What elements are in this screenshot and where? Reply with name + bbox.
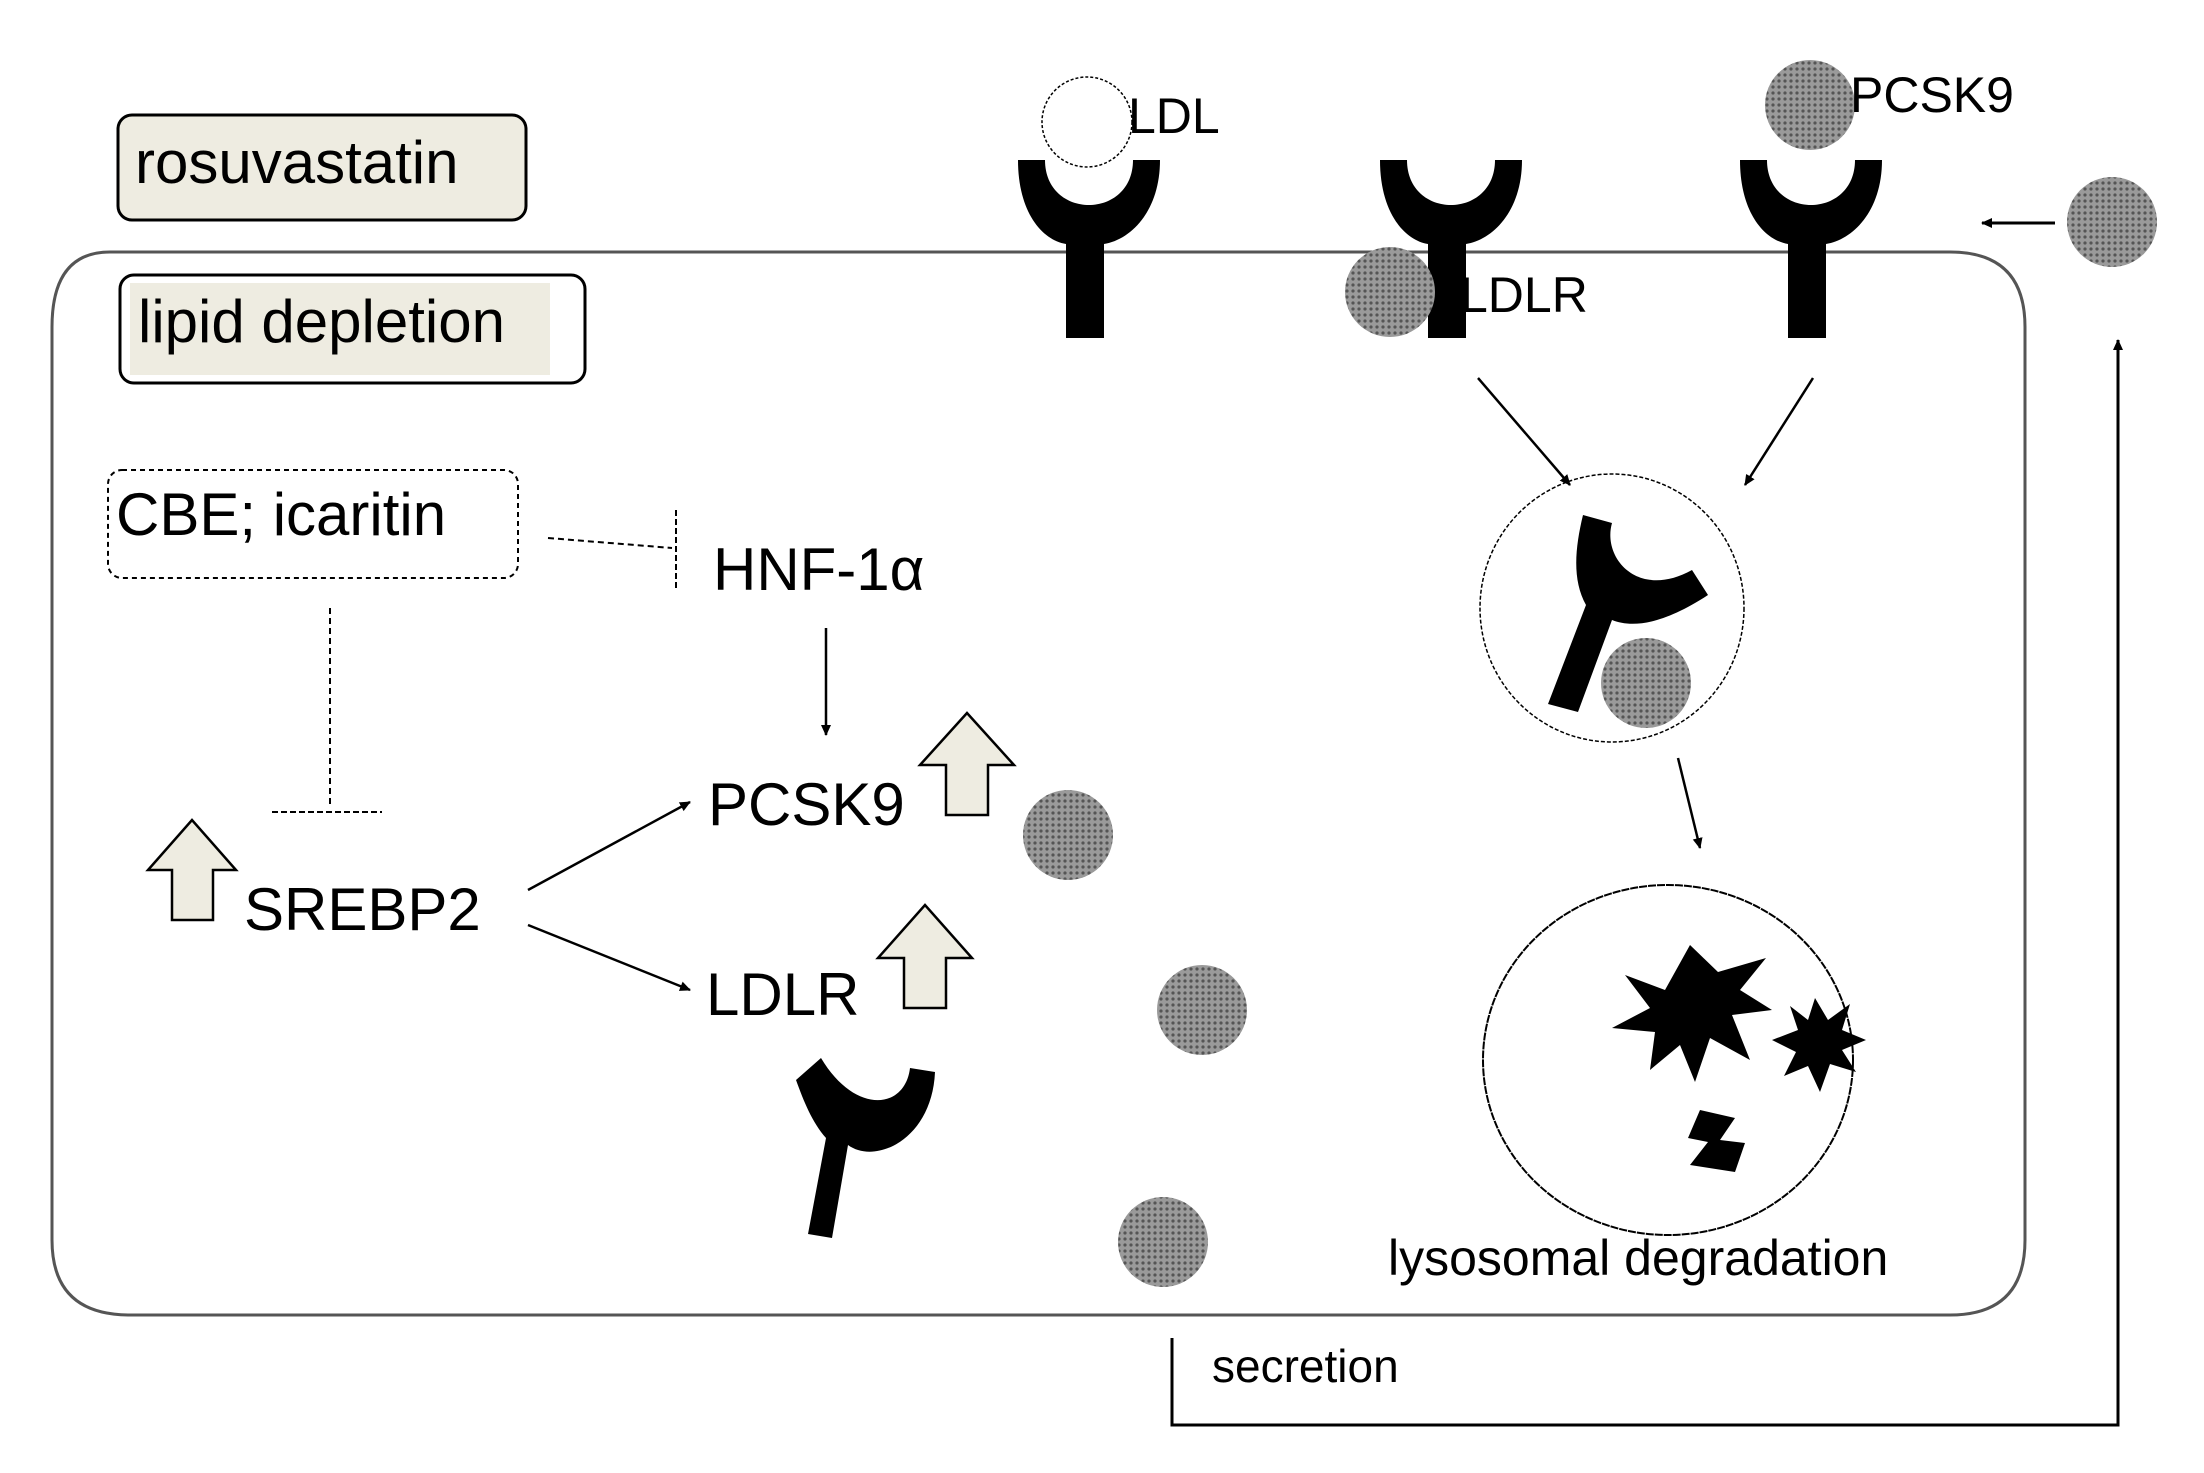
endosome-ldlr-receptor-icon	[1548, 515, 1708, 712]
endosome	[1479, 473, 1745, 743]
pcsk9-particle-3	[1118, 1197, 1208, 1287]
srebp2-up-arrow-icon	[145, 818, 239, 922]
hnf1a-label: HNF-1α	[713, 536, 924, 603]
lipid-depletion-label: lipid depletion	[138, 288, 505, 355]
cell-membrane	[50, 250, 2027, 1317]
fragment-medium-icon	[1772, 998, 1866, 1092]
arrow-srebp2-to-pcsk9	[527, 800, 691, 892]
inhibitors-box: CBE; icaritin	[107, 469, 519, 579]
arrow-endosome-to-lysosome	[1676, 757, 1703, 849]
ldlr-gene-label: LDLR	[706, 961, 859, 1028]
arrow-receptor2-to-endosome	[1477, 377, 1571, 486]
endosome-pcsk9-particle-icon	[1601, 638, 1691, 728]
secretion-label: secretion	[1212, 1340, 1399, 1392]
pcsk9-particle-2	[1157, 965, 1247, 1055]
membrane-ldlr-pcsk9-binding: PCSK9	[1740, 60, 2014, 338]
pcsk9-extracellular-particle-icon	[1765, 60, 1855, 150]
pcsk9-free-particle-icon	[2067, 177, 2157, 267]
fragment-small-icon	[1688, 1110, 1745, 1172]
arrow-receptor3-to-endosome	[1743, 377, 1815, 486]
ldl-particle-icon	[1041, 76, 1133, 168]
intracellular-ldlr-receptor-icon	[796, 1058, 935, 1238]
arrow-srebp2-to-ldlr	[527, 923, 691, 992]
lysosome	[1482, 884, 1866, 1236]
membrane-ldlr-with-pcsk9: LDLR	[1345, 160, 1588, 338]
inhibition-to-hnf1a	[547, 510, 677, 590]
pcsk9-bound-particle-icon	[1345, 247, 1435, 337]
srebp2-label: SREBP2	[244, 876, 481, 943]
fragment-large-icon	[1612, 945, 1772, 1082]
ldlr-receptor-icon-2	[1380, 160, 1522, 338]
ldlr-up-arrow-icon	[875, 903, 975, 1010]
pcsk9-gene-label: PCSK9	[708, 771, 905, 838]
inhibitors-label: CBE; icaritin	[116, 481, 446, 548]
pcsk9-up-arrow-icon	[917, 711, 1017, 817]
secretion-pathway	[1170, 218, 2123, 1427]
rosuvastatin-box: rosuvastatin	[116, 113, 528, 222]
pcsk9-extracellular-label: PCSK9	[1850, 67, 2014, 123]
membrane-ldlr-with-ldl: LDL	[1018, 76, 1220, 338]
inhibition-to-srebp2	[272, 608, 382, 813]
rosuvastatin-label: rosuvastatin	[135, 129, 459, 196]
ldlr-receptor-icon-1	[1018, 160, 1160, 338]
ldlr-receptor-icon-3	[1740, 160, 1882, 338]
pcsk9-particle-1	[1023, 790, 1113, 880]
ldl-label: LDL	[1128, 88, 1220, 144]
ldlr-membrane-label: LDLR	[1460, 267, 1588, 323]
lipid-depletion-box: lipid depletion	[118, 273, 587, 385]
lysosomal-degradation-label: lysosomal degradation	[1388, 1230, 1888, 1286]
